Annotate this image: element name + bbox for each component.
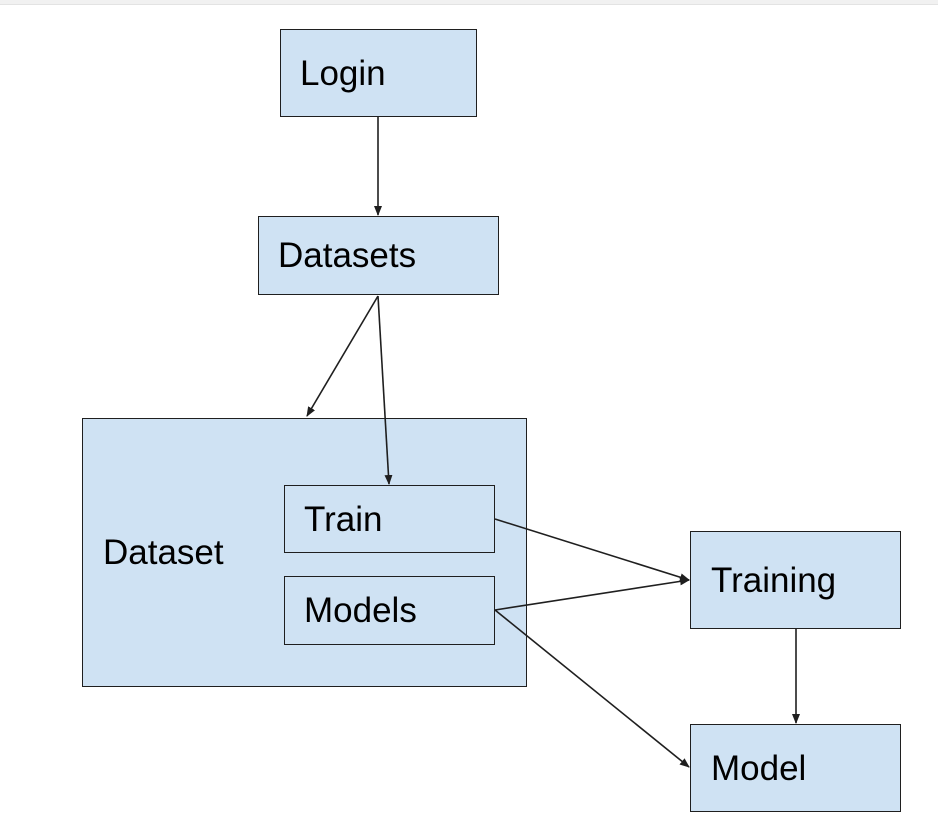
arrow-models-to-training	[494, 577, 690, 611]
node-datasets: Datasets	[258, 216, 499, 295]
node-models: Models	[284, 576, 495, 645]
node-train-label: Train	[304, 499, 383, 539]
node-training-label: Training	[711, 560, 837, 600]
node-datasets-label: Datasets	[278, 236, 417, 275]
node-model-label: Model	[711, 748, 807, 788]
arrow-train-to-training	[494, 518, 690, 582]
node-login: Login	[280, 29, 477, 117]
arrow-datasets-to-train	[377, 295, 393, 485]
arrow-models-to-model	[494, 609, 690, 768]
node-login-label: Login	[300, 53, 386, 93]
arrow-datasets-to-dataset	[306, 295, 379, 417]
top-strip	[0, 0, 938, 5]
node-train: Train	[284, 485, 495, 553]
node-training: Training	[690, 531, 901, 629]
node-dataset-label: Dataset	[103, 533, 224, 572]
node-model: Model	[690, 724, 901, 812]
node-models-label: Models	[304, 591, 417, 630]
